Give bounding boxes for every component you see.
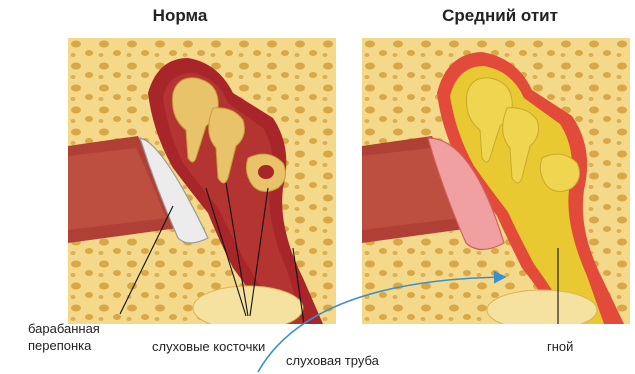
eardrum-label: барабанная перепонка — [28, 320, 100, 354]
normal-title: Норма — [100, 6, 260, 26]
ossicles-label: слуховые косточки — [152, 338, 265, 355]
normal-ear-illustration — [68, 38, 336, 324]
eustachian-tube-label: слуховая труба — [286, 352, 379, 369]
eardrum-label-line2: перепонка — [28, 337, 100, 354]
otitis-title: Средний отит — [400, 6, 600, 26]
eardrum-label-line1: барабанная — [28, 320, 100, 337]
pus-label: гной — [547, 338, 573, 355]
otitis-ear-illustration — [362, 38, 630, 324]
